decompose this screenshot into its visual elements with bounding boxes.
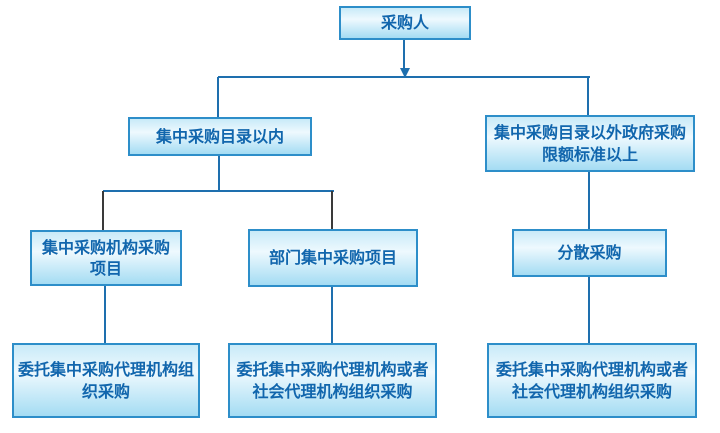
node-central-agency-projects: 集中采购机构采购 项目 (30, 230, 182, 286)
node-department-central-projects: 部门集中采购项目 (248, 229, 418, 287)
to-within-catalog (217, 77, 219, 117)
to-entrust-mixed-2 (588, 277, 590, 343)
purchaser-down-shaft (403, 40, 405, 69)
node-entrust-central-agency: 委托集中采购代理机构组 织采购 (12, 343, 200, 418)
purchaser-arrowhead (400, 68, 410, 78)
node-purchaser: 采购人 (339, 6, 471, 40)
within-catalog-down (218, 156, 220, 191)
node-entrust-central-or-social-agency-2: 委托集中采购代理机构或者 社会代理机构组织采购 (487, 343, 697, 418)
to-central-agency-projects (102, 191, 104, 230)
to-entrust-mixed-1 (331, 287, 333, 343)
node-entrust-central-or-social-agency-1: 委托集中采购代理机构或者 社会代理机构组织采购 (228, 343, 437, 418)
to-department-projects (331, 191, 333, 229)
to-entrust-central (104, 286, 106, 343)
top-split-horizontal (218, 76, 590, 78)
node-decentralized-procurement: 分散采购 (512, 229, 667, 277)
node-outside-catalog-above-quota: 集中采购目录以外政府采购 限额标准以上 (485, 115, 695, 172)
node-within-central-catalog: 集中采购目录以内 (128, 117, 312, 156)
to-decentralized (588, 172, 590, 229)
second-split-horizontal (103, 190, 334, 192)
to-outside-catalog (587, 77, 589, 115)
